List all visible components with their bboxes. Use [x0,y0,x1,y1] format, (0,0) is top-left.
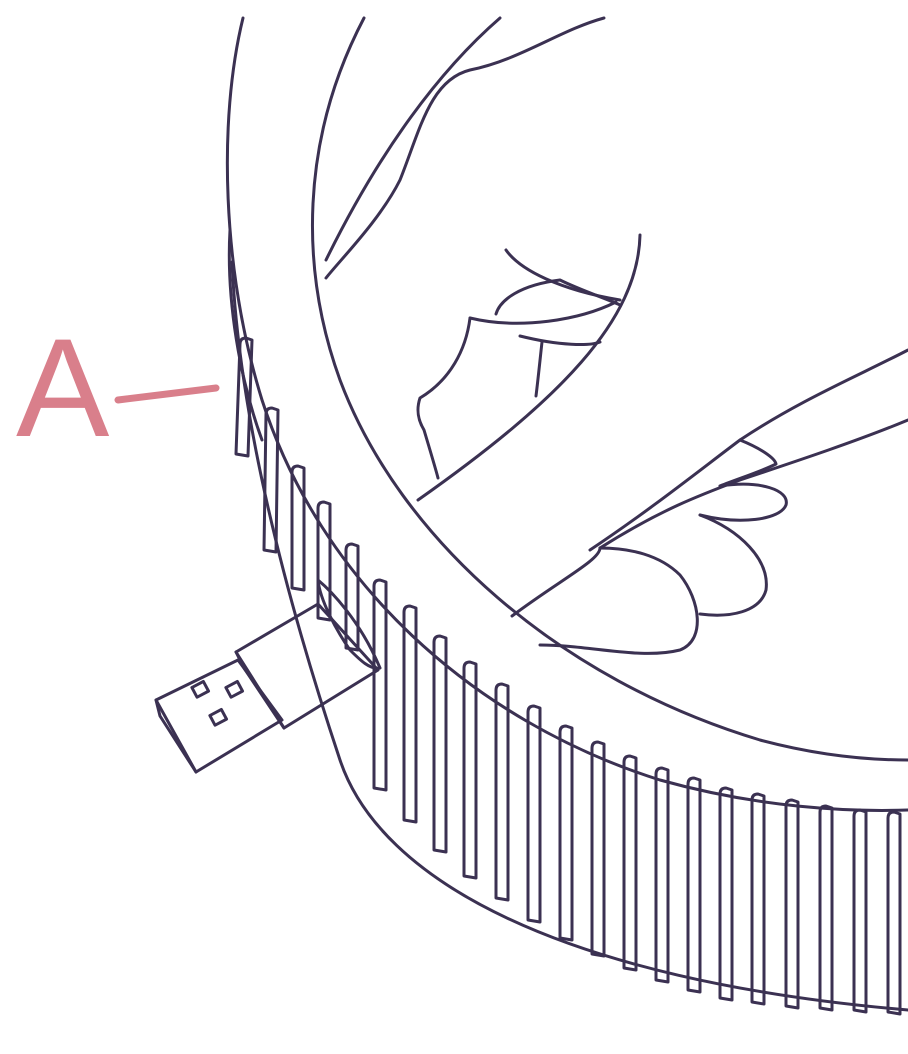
grille-slot [820,806,832,1010]
grille-slot [888,812,900,1014]
grille-slot [624,756,636,970]
grille-slot [496,684,508,900]
callout-leader-line [118,388,216,400]
grille-slot [374,580,386,790]
grille-slots [236,338,900,1014]
usb-dongle-icon [156,580,380,772]
grille-slot [720,788,732,1000]
hand-icon [326,18,908,653]
grille-slot [346,544,358,650]
grille-slot [434,636,446,852]
grille-slot [688,778,700,992]
grille-slot [464,662,476,878]
grille-slot [752,794,764,1004]
grille-slot [786,800,798,1008]
round-speaker-device-icon [227,18,908,1014]
grille-slot [592,742,604,956]
grille-slot [528,706,540,922]
grille-slot [656,768,668,982]
grille-slot [854,810,866,1012]
grille-slot [560,726,572,940]
